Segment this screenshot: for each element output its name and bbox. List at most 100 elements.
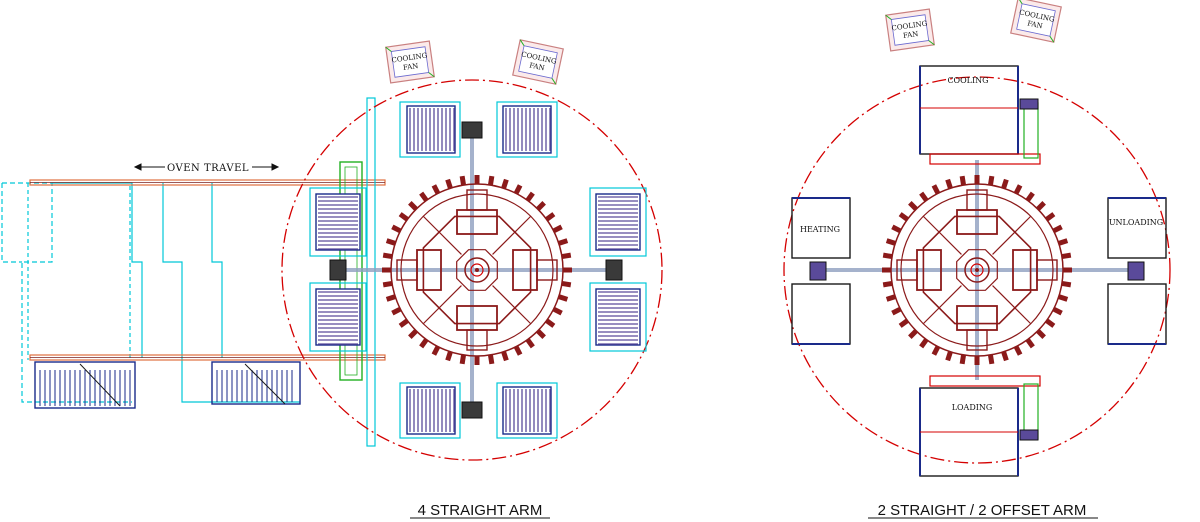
turret-tooth bbox=[1001, 351, 1009, 362]
turret-center bbox=[475, 268, 479, 272]
turret-spoke bbox=[492, 285, 532, 325]
turret-tooth bbox=[882, 252, 893, 260]
turret-tooth bbox=[545, 318, 556, 328]
left-layout: OVEN TRAVEL bbox=[1, 39, 663, 519]
turret-tooth bbox=[558, 294, 569, 302]
turret-tooth bbox=[898, 212, 909, 222]
mold-pair-left bbox=[309, 187, 367, 352]
turret-tooth bbox=[385, 238, 396, 246]
turret-tooth bbox=[1013, 184, 1023, 195]
turret-tooth bbox=[1061, 252, 1072, 260]
turret-spoke bbox=[422, 285, 462, 325]
turret-tooth bbox=[552, 306, 563, 316]
turret-tooth bbox=[385, 294, 396, 302]
turret-tooth bbox=[487, 354, 495, 365]
cooling-fan-right-1: COOLING FAN bbox=[885, 8, 935, 52]
turret-tooth bbox=[382, 252, 393, 260]
turret-tooth bbox=[945, 351, 953, 362]
turret-hub-core bbox=[970, 263, 984, 277]
station-label-loading: LOADING bbox=[952, 403, 993, 412]
station-label-heating: HEATING bbox=[800, 225, 840, 234]
turret-tooth bbox=[561, 280, 572, 288]
cooling-fan-left-2: COOLING FAN bbox=[512, 39, 564, 85]
turret-tooth bbox=[1036, 201, 1046, 211]
turret-tooth bbox=[1025, 338, 1035, 349]
turret-tooth bbox=[885, 238, 896, 246]
turret-tooth bbox=[536, 329, 546, 339]
turret-tooth bbox=[885, 294, 896, 302]
turret-arm-bracket bbox=[456, 209, 498, 235]
turret-tooth bbox=[536, 201, 546, 211]
turret-octagon bbox=[422, 215, 532, 325]
turret-tooth bbox=[931, 345, 941, 356]
turret-tooth bbox=[908, 201, 918, 211]
turret-hub-octagon bbox=[456, 249, 498, 291]
turret-tooth bbox=[561, 252, 572, 260]
turret-arm-bracket bbox=[966, 329, 988, 351]
turret-tooth bbox=[1058, 294, 1069, 302]
turret-tooth bbox=[987, 175, 995, 186]
mold bbox=[406, 386, 456, 435]
turret-spoke bbox=[492, 215, 532, 255]
mold-pair-bottom bbox=[399, 382, 558, 439]
station-label-unloading: UNLOADING bbox=[1109, 218, 1163, 227]
station-unloading: UNLOADING bbox=[1107, 197, 1167, 345]
fan-label-line2: FAN bbox=[402, 62, 418, 72]
turret-inner-ring bbox=[400, 193, 554, 347]
turret-tooth bbox=[959, 175, 967, 186]
oven-rail-top bbox=[29, 179, 386, 186]
turret-tooth bbox=[408, 329, 418, 339]
cooling-fan-left-1: COOLING FAN bbox=[385, 40, 435, 84]
turret-center bbox=[975, 268, 979, 272]
oven-rail-bottom bbox=[29, 354, 386, 361]
turret-tooth bbox=[398, 212, 409, 222]
oven-travel-arrow bbox=[133, 163, 280, 171]
turret-tooth bbox=[552, 224, 563, 234]
turret-inner-ring bbox=[900, 193, 1054, 347]
station-heating: HEATING bbox=[791, 197, 851, 345]
turret-tooth bbox=[525, 191, 535, 202]
turret-tooth bbox=[459, 354, 467, 365]
turret-tooth bbox=[513, 184, 523, 195]
turret-tooth bbox=[419, 338, 429, 349]
turret-tooth bbox=[1061, 280, 1072, 288]
turret-tooth bbox=[1045, 212, 1056, 222]
turret-arm-bracket bbox=[536, 259, 558, 281]
turret-right bbox=[882, 175, 1072, 365]
turret-spoke bbox=[922, 285, 962, 325]
turret-spoke bbox=[992, 215, 1032, 255]
turret-hub bbox=[964, 257, 990, 283]
turret-tooth bbox=[391, 224, 402, 234]
turret-tooth bbox=[1013, 345, 1023, 356]
turret-tooth bbox=[1001, 178, 1009, 189]
turret-hub-octagon bbox=[956, 249, 998, 291]
oven-travel-label: OVEN TRAVEL bbox=[167, 163, 249, 174]
caption-2-straight-2-offset-arm: 2 STRAIGHT / 2 OFFSET ARM bbox=[878, 502, 1087, 519]
turret-tooth bbox=[891, 224, 902, 234]
turret-tooth bbox=[501, 178, 509, 189]
turret-tooth bbox=[382, 280, 393, 288]
swing-envelope-circle-right bbox=[783, 76, 1171, 464]
stair-platform-right bbox=[211, 361, 301, 405]
fan-label-line2: FAN bbox=[1027, 19, 1044, 30]
turret-tooth bbox=[419, 191, 429, 202]
mold bbox=[406, 105, 456, 154]
turret-arm-bracket bbox=[456, 305, 498, 331]
oven-outline bbox=[1, 182, 300, 403]
stair-platform-left bbox=[34, 361, 136, 409]
turret-tooth bbox=[431, 184, 441, 195]
cooling-fan-right-2: COOLING FAN bbox=[1010, 0, 1062, 43]
turret-arm-bracket bbox=[396, 259, 418, 281]
swing-envelope-circle bbox=[281, 79, 663, 461]
turret-arm-bracket bbox=[966, 189, 988, 211]
station-label-cooling: COOLING bbox=[947, 76, 988, 85]
turret-tooth bbox=[919, 338, 929, 349]
fan-label-line2: FAN bbox=[529, 61, 546, 72]
mold-pair-right bbox=[589, 187, 647, 352]
turret-tooth bbox=[513, 345, 523, 356]
turret-hub bbox=[464, 257, 490, 283]
turret-tooth bbox=[959, 354, 967, 365]
turret-tooth bbox=[487, 175, 495, 186]
turret-tooth bbox=[398, 318, 409, 328]
mold bbox=[502, 105, 552, 154]
